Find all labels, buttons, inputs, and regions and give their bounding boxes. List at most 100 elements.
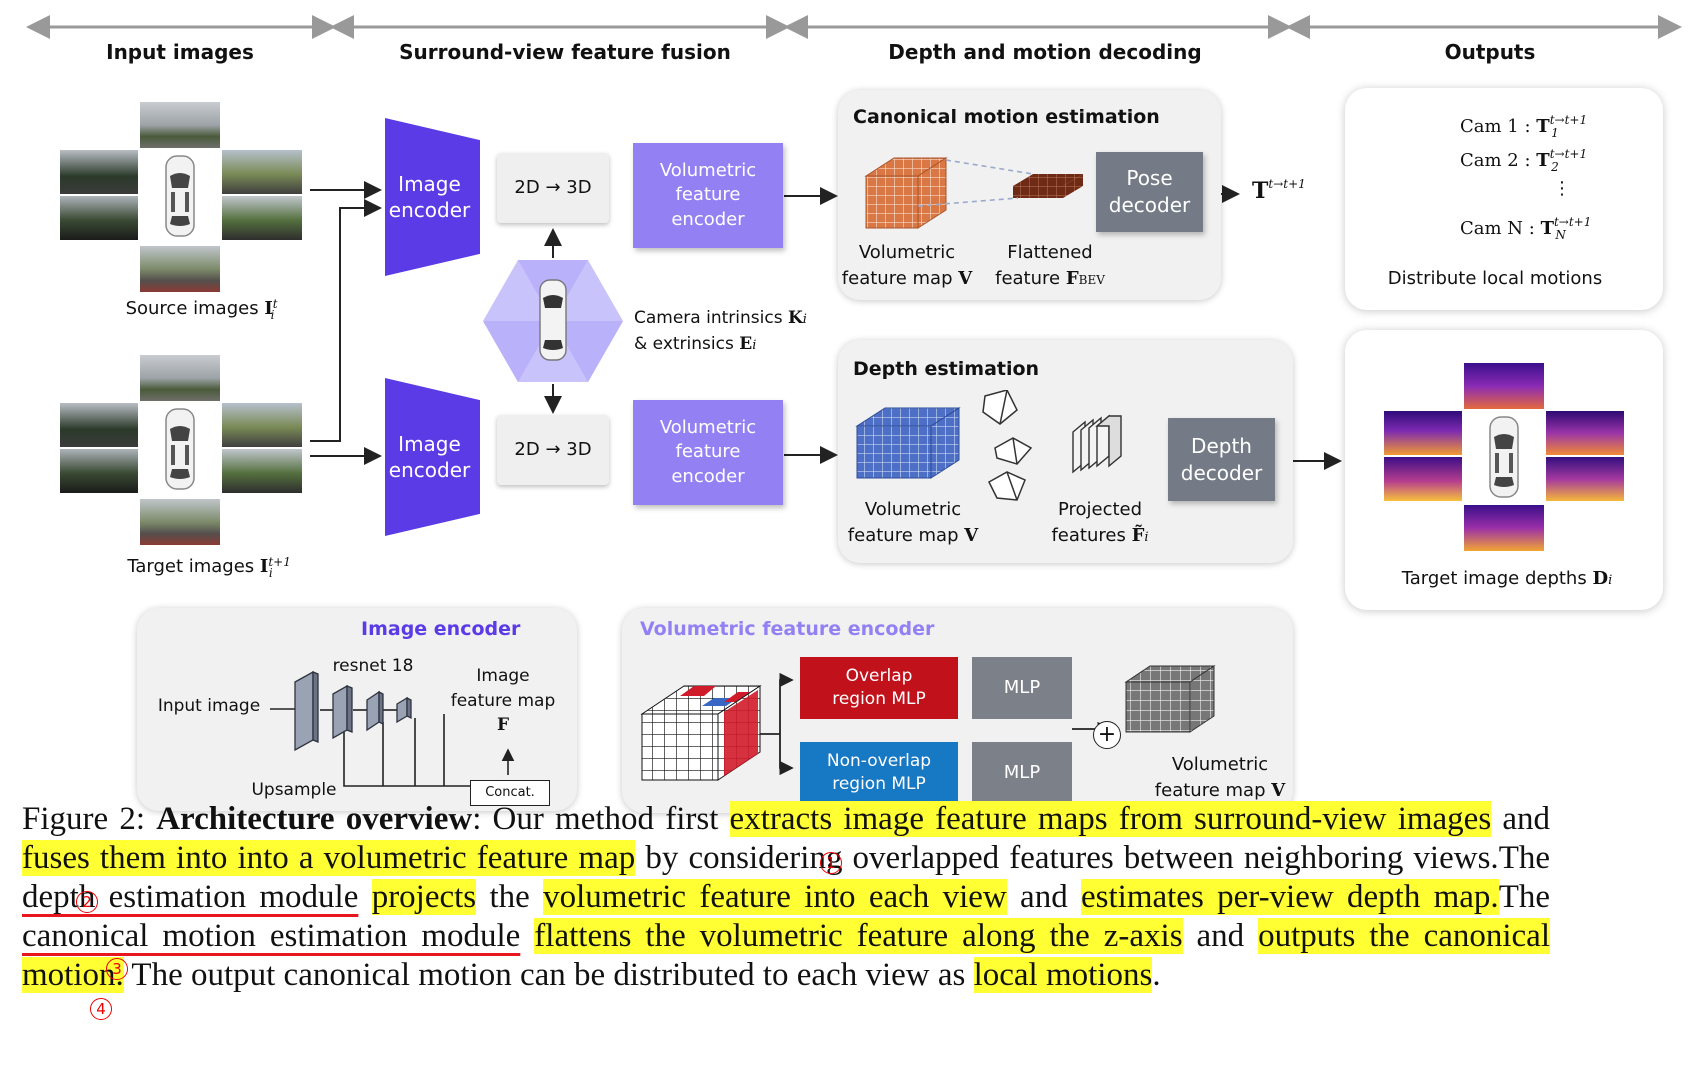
motion-vol-label: Volumetric feature map V [841,242,973,290]
cam-dots: ⋮ [1553,178,1571,199]
caption-bold-title: Architecture overview [156,801,473,837]
depth-back-left [1384,457,1462,501]
caption-fig-number: Figure 2: [22,801,146,837]
caption-text: The [1498,840,1550,876]
local-motions-panel [1345,88,1663,310]
stage-arrows [26,15,1682,39]
cam-back-left-image [60,196,138,240]
annotation-marker-4: 4 [90,998,112,1020]
stage-input-images: Input images [106,40,254,64]
caption-text [358,879,371,915]
cam-front-right-image [222,403,302,447]
image-encoder-detail-title: Image encoder [361,618,521,640]
source-images-label: Source images Iti [125,297,278,322]
stage-depth-motion: Depth and motion decoding [888,40,1202,64]
motion-vol-line1: Volumetric [858,242,956,263]
image-encoder-top: Image encoder [385,118,480,276]
cam2-motion: Cam 2 : Tt→t+12 [1460,147,1588,174]
target-image-cross [60,355,304,547]
concat-box: Concat. [470,780,550,806]
caption-highlight: flattens the volumetric feature along th… [534,918,1183,954]
nonoverlap-mlp: Non-overlap region MLP [800,742,958,804]
cam2-text: Cam 2 : [1460,150,1531,171]
stage-feature-fusion: Surround-view feature fusion [399,40,731,64]
mlp-top: MLP [972,657,1072,719]
fmap-label: Image feature map F [448,664,558,738]
caption-text: The [1498,879,1550,915]
upsample-label: Upsample [251,780,337,800]
caption-highlight: projects [371,879,477,915]
fmap-line1: Image [476,666,530,686]
ego-car-icon [1489,416,1519,498]
caption-text: The output canonical motion can be distr… [123,957,974,993]
caption-highlight: fuses them into into a volumetric featur… [22,840,636,876]
depth-front-left [1384,411,1462,455]
camN-motion: Cam N : Tt→t+1N [1460,215,1592,242]
ego-car-icon [165,408,195,490]
vfe-out-line1: Volumetric [1171,754,1269,775]
caption-text: and [1182,918,1259,954]
canonical-motion-symbol: Tt→t+1 [1252,177,1306,204]
resnet-diagram [270,670,515,793]
annotation-marker-1: 1 [820,852,842,874]
volumetric-feature-encoder-bottom: Volumetric feature encoder [633,400,783,505]
cam1-text: Cam 1 : [1460,116,1531,137]
cam-back-left-image [60,449,138,493]
volumetric-feature-encoder-top: Volumetric feature encoder [633,143,783,248]
target-images-text: Target images [127,556,255,577]
depth-front-right [1546,411,1624,455]
cam-back-image [140,499,220,545]
camera-extrinsics-text: & extrinsics [634,333,734,354]
projected-line1: Projected [1057,499,1143,520]
annotation-marker-2: 2 [76,891,98,913]
vfe-detail-diagram [640,665,1216,781]
vfe-output-label: Volumetric feature map V [1154,754,1286,802]
vfe-detail-title: Volumetric feature encoder [640,618,935,640]
source-image-cross [60,102,304,294]
distribute-label: Distribute local motions [1387,268,1603,289]
pose-decoder: Pose decoder [1096,152,1203,232]
motion-flat-line1: Flattened [1007,242,1093,263]
lift-2d-3d-top: 2D → 3D [497,153,609,223]
caption-text: by considering overlapped features betwe… [635,840,1499,876]
figure-caption: Figure 2: Architecture overview: Our met… [22,800,1551,995]
lift-2d-3d-bottom: 2D → 3D [497,415,609,485]
stage-outputs: Outputs [1444,40,1536,64]
motion-vol-line2: feature map [841,268,953,290]
caption-highlight: volumetric feature into each view [543,879,1007,915]
motion-cubes [864,157,1083,229]
image-encoder-bottom: Image encoder [385,378,480,536]
target-depths-text: Target image depths [1401,568,1587,589]
camN-text: Cam N : [1460,218,1535,239]
camera-rig-hexagon [483,260,623,382]
target-images-label: Target images It+1i [127,555,291,580]
annotation-marker-3: 3 [106,958,128,980]
cam-back-right-image [222,449,302,493]
source-images-text: Source images [125,298,259,319]
backbone-label: resnet 18 [332,656,414,676]
caption-text [520,918,534,954]
depth-map-cross [1384,363,1624,551]
ego-car-icon [165,155,195,237]
cam-back-right-image [222,196,302,240]
caption-highlight: local motions [973,957,1153,993]
target-depths-label: Target image depths Di [1401,568,1613,589]
motion-flat-line2: feature [995,268,1061,290]
camera-intrinsics-text: Camera intrinsics [634,308,783,328]
fmap-line2: feature map [450,690,556,711]
depth-decoder: Depth decoder [1168,418,1275,501]
motion-flat-label: Flattened feature FBEV [995,242,1105,290]
caption-highlight: extracts image feature maps from surroun… [729,801,1492,837]
caption-text: . [1152,957,1161,993]
depth-back-right [1546,457,1624,501]
projected-line2: features [1051,525,1126,547]
fmap-symbol: F [496,715,510,736]
sum-operator: + [1093,721,1121,749]
cam-front-image [140,102,220,148]
camera-params-label: Camera intrinsics Ki & extrinsics Ei [634,308,807,354]
cam-front-left-image [60,403,138,447]
vfe-out-line2: feature map [1154,780,1266,802]
depth-cubes [855,390,1122,501]
architecture-figure: Input images Surround-view feature fusio… [26,15,1682,813]
cam-front-left-image [60,150,138,194]
